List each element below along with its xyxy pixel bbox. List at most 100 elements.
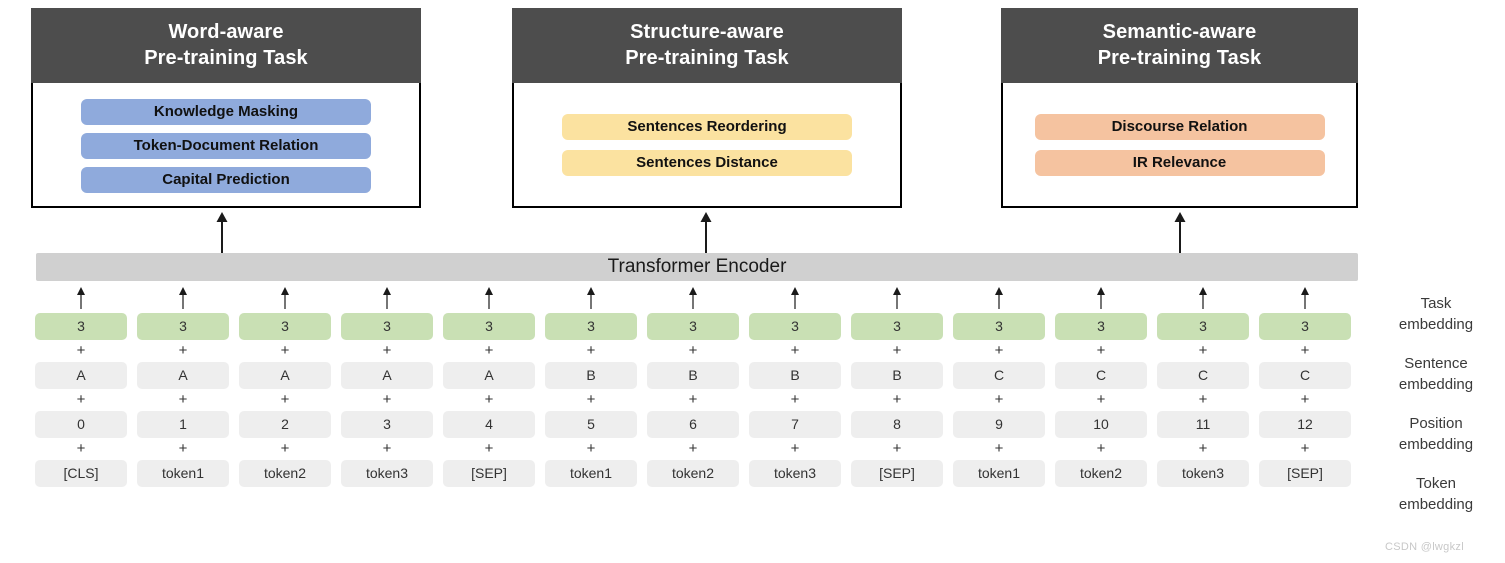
position-embedding-cell: 3 — [341, 411, 433, 438]
transformer-encoder-bar: Transformer Encoder — [36, 253, 1358, 281]
token-embedding-cell: token3 — [749, 460, 841, 487]
plus-sign: + — [280, 391, 290, 408]
legend-item-token-embedding: Token embedding — [1376, 473, 1496, 515]
plus-sign: + — [178, 342, 188, 359]
plus-sign: + — [1198, 391, 1208, 408]
sentence-embedding-cell: A — [443, 362, 535, 389]
plus-sign: + — [280, 342, 290, 359]
token-embedding-cell: [SEP] — [443, 460, 535, 487]
plus-sign: + — [1096, 342, 1106, 359]
arrow-up-icon-token-to-encoder — [1301, 287, 1309, 309]
task-pill-sentences-distance[interactable]: Sentences Distance — [562, 149, 852, 176]
arrow-up-icon-token-to-encoder — [791, 287, 799, 309]
embedding-column: 3+B+7+token3 — [749, 287, 841, 487]
token-embedding-cell: token3 — [1157, 460, 1249, 487]
plus-sign: + — [76, 391, 86, 408]
token-embedding-cell: token2 — [239, 460, 331, 487]
token-embedding-cell: token1 — [953, 460, 1045, 487]
plus-sign: + — [1096, 391, 1106, 408]
plus-sign: + — [484, 342, 494, 359]
legend-item-position-embedding: Position embedding — [1376, 413, 1496, 455]
plus-sign: + — [280, 440, 290, 457]
position-embedding-cell: 5 — [545, 411, 637, 438]
plus-sign: + — [586, 391, 596, 408]
plus-sign: + — [1096, 440, 1106, 457]
task-panel-word-aware: Word-aware Pre-training Task Knowledge M… — [31, 8, 421, 208]
task-embedding-cell: 3 — [1259, 313, 1351, 340]
embedding-column: 3+A+3+token3 — [341, 287, 433, 487]
plus-sign: + — [994, 391, 1004, 408]
task-embedding-cell: 3 — [443, 313, 535, 340]
plus-sign: + — [76, 342, 86, 359]
token-embedding-cell: token1 — [545, 460, 637, 487]
task-embedding-cell: 3 — [239, 313, 331, 340]
position-embedding-cell: 6 — [647, 411, 739, 438]
token-embedding-cell: token2 — [1055, 460, 1147, 487]
embedding-column: 3+C+12+[SEP] — [1259, 287, 1351, 487]
task-pill-discourse-relation[interactable]: Discourse Relation — [1034, 113, 1325, 140]
token-embedding-cell: [SEP] — [1259, 460, 1351, 487]
embedding-column: 3+A+4+[SEP] — [443, 287, 535, 487]
task-embedding-cell: 3 — [1055, 313, 1147, 340]
legend-line2: embedding — [1398, 496, 1474, 513]
task-panel-title-line2: Pre-training Task — [625, 47, 789, 69]
plus-sign: + — [688, 342, 698, 359]
plus-sign: + — [1198, 342, 1208, 359]
task-panel-body-word-aware: Knowledge Masking Token-Document Relatio… — [31, 83, 421, 208]
arrow-up-icon-token-to-encoder — [179, 287, 187, 309]
plus-sign: + — [892, 391, 902, 408]
arrow-up-icon-token-to-encoder — [689, 287, 697, 309]
task-panel-title-line2: Pre-training Task — [1097, 47, 1262, 69]
plus-sign: + — [586, 342, 596, 359]
plus-sign: + — [790, 391, 800, 408]
position-embedding-cell: 12 — [1259, 411, 1351, 438]
legend-line1: Position — [1409, 415, 1463, 432]
sentence-embedding-cell: C — [953, 362, 1045, 389]
plus-sign: + — [76, 440, 86, 457]
position-embedding-cell: 8 — [851, 411, 943, 438]
embedding-column: 3 + C +10 + token2 — [1055, 287, 1147, 487]
task-panel-title-line1: Semantic-aware — [1102, 21, 1257, 43]
task-panel-structure-aware: Structure-aware Pre-training Task Senten… — [512, 8, 902, 208]
sentence-embedding-cell: A — [137, 362, 229, 389]
token-embedding-cell: token1 — [137, 460, 229, 487]
position-embedding-cell: 10 — [1055, 411, 1147, 438]
sentence-embedding-cell: A — [35, 362, 127, 389]
task-pill-knowledge-masking[interactable]: Knowledge Masking — [81, 98, 371, 125]
task-panel-title-line1: Structure-aware — [630, 21, 784, 43]
task-pill-capital-prediction[interactable]: Capital Prediction — [81, 166, 371, 193]
embedding-column: 3+C+9+token1 — [953, 287, 1045, 487]
plus-sign: + — [382, 391, 392, 408]
plus-sign: + — [586, 440, 596, 457]
sentence-embedding-cell: C — [1157, 362, 1249, 389]
token-embedding-cell: token2 — [647, 460, 739, 487]
sentence-embedding-cell: B — [545, 362, 637, 389]
plus-sign: + — [688, 440, 698, 457]
watermark: CSDN @lwgkzl — [1385, 541, 1464, 553]
token-embedding-cell: [SEP] — [851, 460, 943, 487]
sentence-embedding-cell: A — [341, 362, 433, 389]
embedding-column: 3+C+11+token3 — [1157, 287, 1249, 487]
sentence-embedding-cell: C — [1055, 362, 1147, 389]
arrow-up-icon-to-semantic-aware — [1174, 212, 1186, 254]
task-panel-title-line1: Word-aware — [168, 21, 284, 43]
arrow-up-icon-token-to-encoder — [1199, 287, 1207, 309]
task-pill-ir-relevance[interactable]: IR Relevance — [1034, 149, 1325, 176]
plus-sign: + — [1300, 440, 1310, 457]
task-panel-body-structure-aware: Sentences Reordering Sentences Distance — [512, 83, 902, 208]
task-panel-header-word-aware: Word-aware Pre-training Task — [31, 8, 421, 83]
plus-sign: + — [382, 342, 392, 359]
task-pill-sentences-reordering[interactable]: Sentences Reordering — [562, 113, 852, 140]
plus-sign: + — [892, 342, 902, 359]
sentence-embedding-cell: A — [239, 362, 331, 389]
legend-line2: embedding — [1398, 436, 1474, 453]
task-panel-title-line2: Pre-training Task — [144, 47, 308, 69]
plus-sign: + — [994, 440, 1004, 457]
position-embedding-cell: 7 — [749, 411, 841, 438]
task-panel-header-semantic-aware: Semantic-aware Pre-training Task — [1001, 8, 1358, 83]
plus-sign: + — [382, 440, 392, 457]
sentence-embedding-cell: B — [647, 362, 739, 389]
task-embedding-cell: 3 — [545, 313, 637, 340]
task-embedding-cell: 3 — [749, 313, 841, 340]
task-pill-token-document-relation[interactable]: Token-Document Relation — [81, 132, 371, 159]
